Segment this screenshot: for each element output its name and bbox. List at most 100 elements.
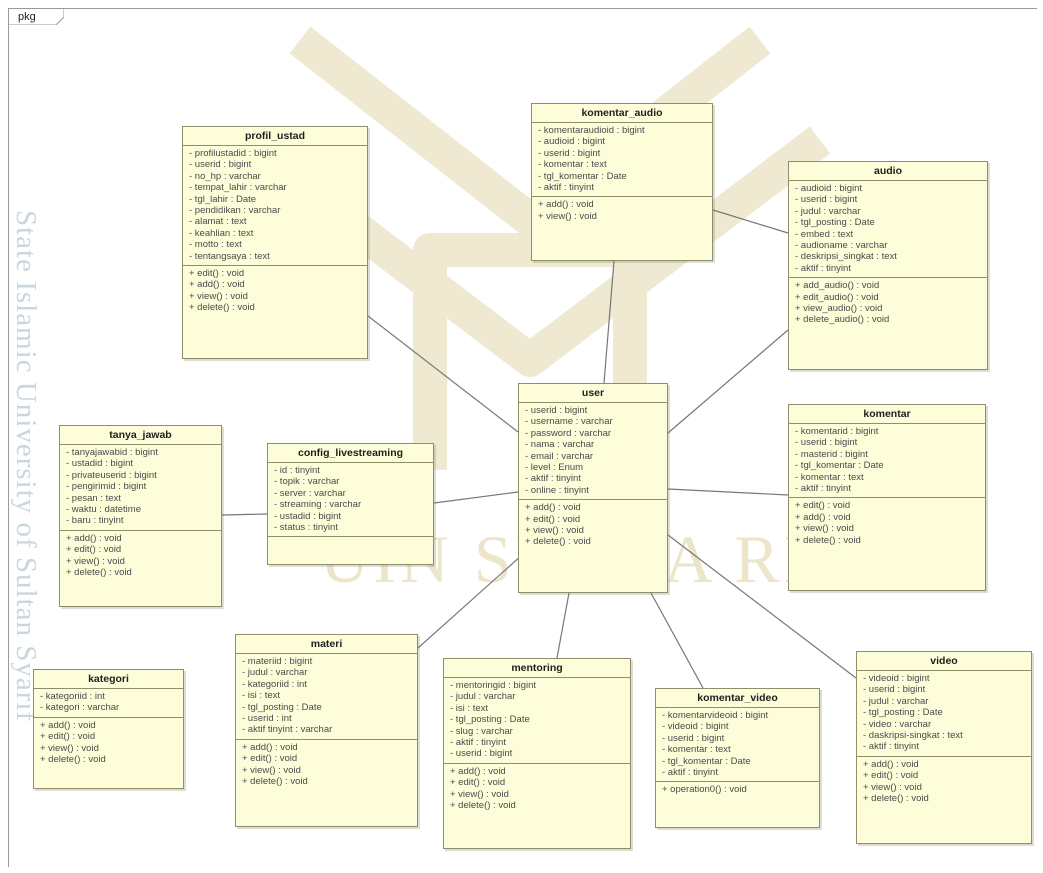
attribute-row: - kategoriid : int [40, 691, 105, 702]
attribute-row: - username : varchar [525, 416, 613, 428]
package-label: pkg [18, 11, 36, 23]
attributes-compartment: - videoid : bigint- userid : bigint- jud… [857, 671, 1031, 757]
attribute-row: - tgl_posting : Date [450, 714, 530, 726]
attribute-row: - streaming : varchar [274, 499, 362, 511]
class-tanya-jawab[interactable]: tanya_jawab- tanyajawabid : bigint- usta… [59, 425, 222, 607]
attributes-compartment: - profilustadid : bigint- userid : bigin… [183, 146, 367, 267]
operation-row: + delete() : void [450, 800, 516, 812]
operation-row: + delete() : void [66, 567, 132, 579]
attribute-row: - aktif : tinyint [662, 767, 718, 779]
class-komentar[interactable]: komentar- komentarid : bigint- userid : … [788, 404, 986, 591]
attribute-row: - profilustadid : bigint [189, 148, 277, 159]
attribute-row: - komentar : text [538, 159, 607, 171]
operation-row: + view() : void [450, 788, 509, 800]
link-komentar-audio-audio [712, 209, 789, 234]
package-tab [8, 8, 64, 25]
attribute-row: - slug : varchar [450, 725, 513, 737]
class-config-livestreaming[interactable]: config_livestreaming- id : tinyint- topi… [267, 443, 434, 565]
class-audio[interactable]: audio- audioid : bigint- userid : bigint… [788, 161, 988, 370]
class-mentoring[interactable]: mentoring- mentoringid : bigint- judul :… [443, 658, 631, 849]
attribute-row: - pesan : text [66, 492, 121, 504]
link-user-komentar-video [650, 592, 704, 689]
attribute-row: - audioid : bigint [795, 183, 863, 194]
attribute-row: - status : tinyint [274, 522, 338, 534]
link-user-materi [417, 554, 523, 649]
attribute-row: - tgl_posting : Date [242, 701, 322, 713]
attribute-row: - userid : int [242, 713, 292, 725]
operation-row: + operation0() : void [662, 784, 747, 796]
operation-row: + view() : void [538, 210, 597, 222]
attribute-row: - audioname : varchar [795, 240, 888, 252]
operation-row: + add() : void [795, 511, 851, 523]
class-name-komentar-video: komentar_video [656, 689, 819, 708]
operation-row: + add() : void [189, 279, 245, 291]
attribute-row: - aktif : tinyint [863, 741, 919, 753]
operations-compartment: + add() : void+ edit() : void+ view() : … [34, 718, 183, 769]
operation-row: + add() : void [242, 741, 298, 753]
class-komentar-audio[interactable]: komentar_audio- komentaraudioid : bigint… [531, 103, 713, 261]
attribute-row: - aktif : tinyint [538, 182, 594, 194]
attribute-row: - audioid : bigint [538, 136, 606, 148]
attribute-row: - userid : bigint [538, 147, 601, 159]
operations-compartment [268, 537, 433, 542]
attribute-row: - server : varchar [274, 487, 346, 499]
attribute-row: - tgl_komentar : Date [538, 170, 627, 182]
operation-row: + delete() : void [40, 754, 106, 766]
attributes-compartment: - komentarid : bigint- userid : bigint- … [789, 424, 985, 499]
operation-row: + delete() : void [189, 302, 255, 314]
class-name-tanya-jawab: tanya_jawab [60, 426, 221, 445]
class-name-materi: materi [236, 635, 417, 654]
attribute-row: - tgl_komentar : Date [662, 755, 751, 767]
attribute-row: - topik : varchar [274, 476, 340, 488]
class-name-audio: audio [789, 162, 987, 181]
attribute-row: - password : varchar [525, 427, 612, 439]
class-materi[interactable]: materi- materiid : bigint- judul : varch… [235, 634, 418, 827]
attribute-row: - userid : bigint [863, 684, 926, 696]
watermark-side-text: State Islamic University of Sultan Syari… [10, 210, 42, 723]
link-user-config-livestreaming [433, 491, 519, 504]
attribute-row: - aktif : tinyint [795, 483, 851, 495]
attribute-row: - tanyajawabid : bigint [66, 447, 158, 458]
attribute-row: - komentarvideoid : bigint [662, 710, 769, 721]
operation-row: + view() : void [525, 525, 584, 537]
attribute-row: - userid : bigint [795, 194, 858, 206]
operations-compartment: + add() : void+ edit() : void+ view() : … [60, 531, 221, 582]
attribute-row: - isi : text [242, 690, 281, 702]
class-komentar-video[interactable]: komentar_video - komentarvideoid : bigint… [655, 688, 820, 828]
operations-compartment: + edit() : void+ add() : void+ view() : … [789, 498, 985, 549]
attributes-compartment: - tanyajawabid : bigint- ustadid : bigin… [60, 445, 221, 531]
attribute-row: - komentaraudioid : bigint [538, 125, 645, 136]
attribute-row: - tgl_komentar : Date [795, 460, 884, 472]
attribute-row: - userid : bigint [795, 437, 858, 449]
operation-row: + add() : void [538, 199, 594, 211]
operations-compartment: + operation0() : void [656, 782, 819, 798]
attribute-row: - pengirimid : bigint [66, 481, 147, 493]
class-video[interactable]: video- videoid : bigint- userid : bigint… [856, 651, 1032, 844]
operation-row: + delete() : void [795, 534, 861, 546]
attribute-row: - tentangsaya : text [189, 250, 270, 262]
attribute-row: - userid : bigint [189, 159, 252, 171]
attribute-row: - userid : bigint [450, 748, 513, 760]
attributes-compartment: - audioid : bigint- userid : bigint- jud… [789, 181, 987, 279]
attribute-row: - tgl_posting : Date [863, 707, 943, 719]
operation-row: + view_audio() : void [795, 303, 883, 315]
operation-row: + add() : void [525, 502, 581, 514]
operation-row: + view() : void [242, 764, 301, 776]
operations-compartment: + add() : void+ edit() : void+ view() : … [236, 740, 417, 791]
attribute-row: - video : varchar [863, 718, 932, 730]
attribute-row: - videoid : bigint [863, 673, 930, 684]
operation-row: + edit() : void [242, 753, 298, 765]
operation-row: + edit_audio() : void [795, 291, 879, 303]
operation-row: + add() : void [40, 719, 96, 731]
class-profil-ustad[interactable]: profil_ustad- profilustadid : bigint- us… [182, 126, 368, 359]
class-kategori[interactable]: kategori- kategoriid : int- kategori : v… [33, 669, 184, 789]
attribute-row: - online : tinyint [525, 484, 589, 496]
class-user[interactable]: user- userid : bigint- username : varcha… [518, 383, 668, 593]
operation-row: + edit() : void [450, 777, 506, 789]
attribute-row: - mentoringid : bigint [450, 680, 537, 691]
operations-compartment: + add() : void+ view() : void [532, 197, 712, 225]
operations-compartment: + add_audio() : void+ edit_audio() : voi… [789, 278, 987, 329]
attribute-row: - materiid : bigint [242, 656, 313, 667]
